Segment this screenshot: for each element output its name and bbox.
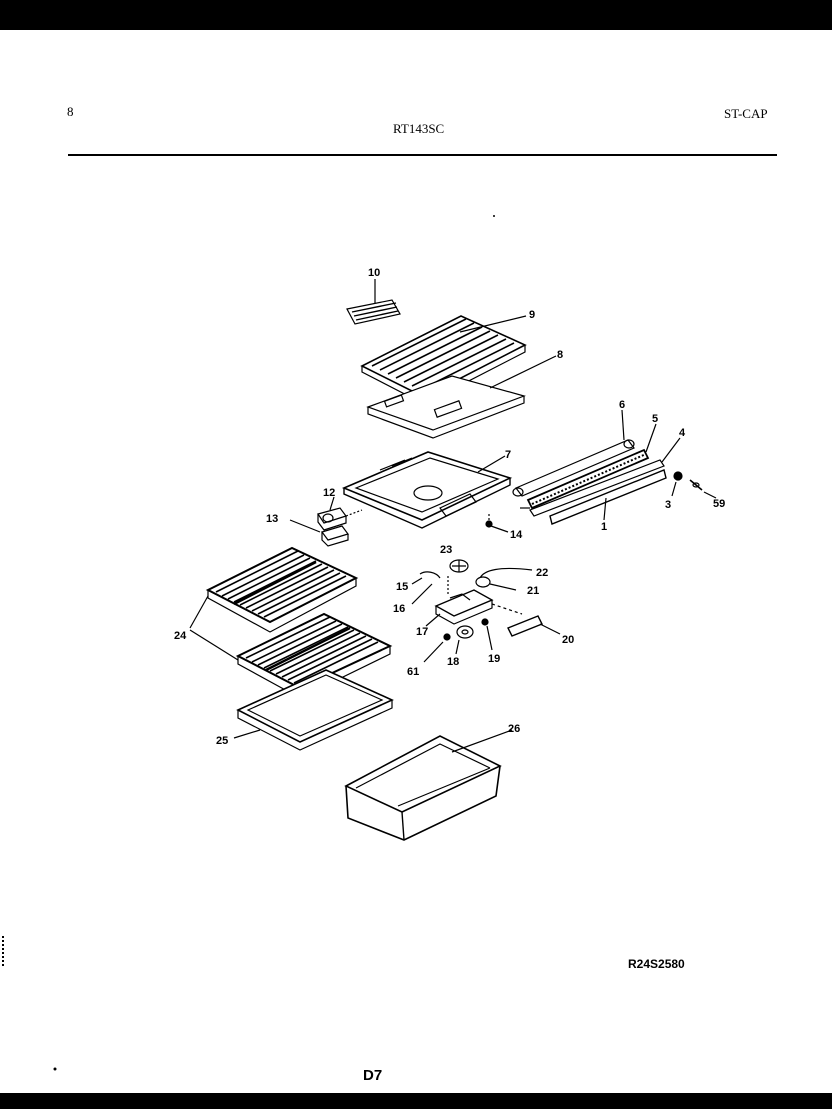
callout-18: 18 [447, 656, 459, 668]
part-15-lamp [411, 571, 441, 585]
callout-25: 25 [216, 735, 228, 747]
part-10-grille [346, 279, 401, 325]
part-26-crisper-drawer [344, 729, 513, 841]
part-61-screw [423, 633, 451, 663]
callout-23: 23 [440, 544, 452, 556]
header-rule [68, 154, 777, 156]
speck [493, 215, 495, 217]
callout-26: 26 [508, 723, 520, 735]
margin-mark [2, 936, 10, 966]
paper [0, 30, 832, 1093]
part-6-rail [512, 409, 635, 497]
callout-17: 17 [416, 626, 428, 638]
callout-9: 9 [529, 309, 535, 321]
callout-12: 12 [323, 487, 335, 499]
callout-5: 5 [652, 413, 658, 425]
part-5-heater [520, 423, 657, 510]
part-1-bracket [549, 469, 667, 525]
callout-13: 13 [266, 513, 278, 525]
callout-19: 19 [488, 653, 500, 665]
part-18-bushing [455, 625, 474, 655]
part-14-screw [485, 514, 509, 533]
callout-10: 10 [368, 267, 380, 279]
callout-24: 24 [174, 630, 187, 642]
model-number: RT143SC [393, 121, 445, 136]
callout-labels: 10 9 8 6 5 4 7 12 13 14 3 59 1 23 22 15 … [174, 267, 725, 747]
part-17-control-box [425, 576, 523, 627]
part-20-bar [507, 615, 561, 637]
part-24-wire-shelf-upper [205, 546, 359, 633]
callout-22: 22 [536, 567, 548, 579]
callout-14: 14 [510, 529, 523, 541]
part-22-wire [479, 567, 533, 579]
part-59-screw [689, 479, 717, 499]
reference-code: R24S2580 [628, 957, 685, 971]
part-4-strip [529, 437, 681, 517]
callout-15: 15 [396, 581, 408, 593]
part-3-cap [671, 471, 683, 497]
part-23-knob [449, 559, 469, 573]
callout-1: 1 [601, 521, 607, 533]
part-13-block [289, 519, 349, 547]
part-12-block [317, 496, 363, 531]
callout-4: 4 [679, 427, 686, 439]
part-19-screw [481, 618, 493, 651]
callout-3: 3 [665, 499, 671, 511]
page-code: D7 [363, 1067, 383, 1084]
speck [53, 1067, 57, 1071]
part-25-glass-shelf [233, 669, 394, 751]
callout-6: 6 [619, 399, 625, 411]
part-21-knob [475, 576, 517, 591]
callout-20: 20 [562, 634, 574, 646]
callout-21: 21 [527, 585, 539, 597]
page-number: 8 [67, 104, 74, 119]
part-7-evaporator-tray [341, 451, 513, 529]
section-label: ST-CAP [724, 106, 768, 121]
callout-59: 59 [713, 498, 725, 510]
callout-61: 61 [407, 666, 419, 678]
callout-16: 16 [393, 603, 405, 615]
callout-8: 8 [557, 349, 563, 361]
part-24-wire-shelf-lower [189, 595, 393, 699]
part-8-cover-panel [366, 355, 557, 439]
part-16-lead [411, 583, 433, 605]
callout-7: 7 [505, 449, 511, 461]
